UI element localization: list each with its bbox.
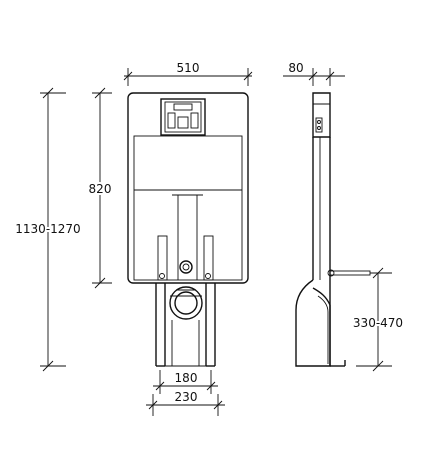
bowl-fixing-studs — [157, 235, 214, 281]
side-view — [295, 92, 371, 367]
dim-width-front: 510 — [177, 61, 200, 75]
waste-bend — [295, 279, 331, 367]
frame-legs — [155, 283, 216, 367]
cistern-frame — [127, 92, 249, 284]
dimension-lines — [40, 68, 392, 416]
flush-plate — [160, 98, 206, 136]
front-view — [127, 92, 249, 367]
waste-outlet — [169, 286, 203, 320]
bowl-fixing-rod — [329, 270, 371, 276]
dim-outlet-inner: 180 — [175, 371, 198, 385]
dim-outlet-outer: 230 — [175, 390, 198, 404]
cistern-inner-panel — [133, 135, 243, 281]
dim-depth-side: 80 — [288, 61, 303, 75]
dim-height-outlet: 330-470 — [353, 316, 403, 330]
dim-height-total: 1130-1270 — [15, 222, 80, 236]
dim-height-frame: 820 — [89, 182, 112, 196]
flush-pipe — [172, 194, 203, 280]
